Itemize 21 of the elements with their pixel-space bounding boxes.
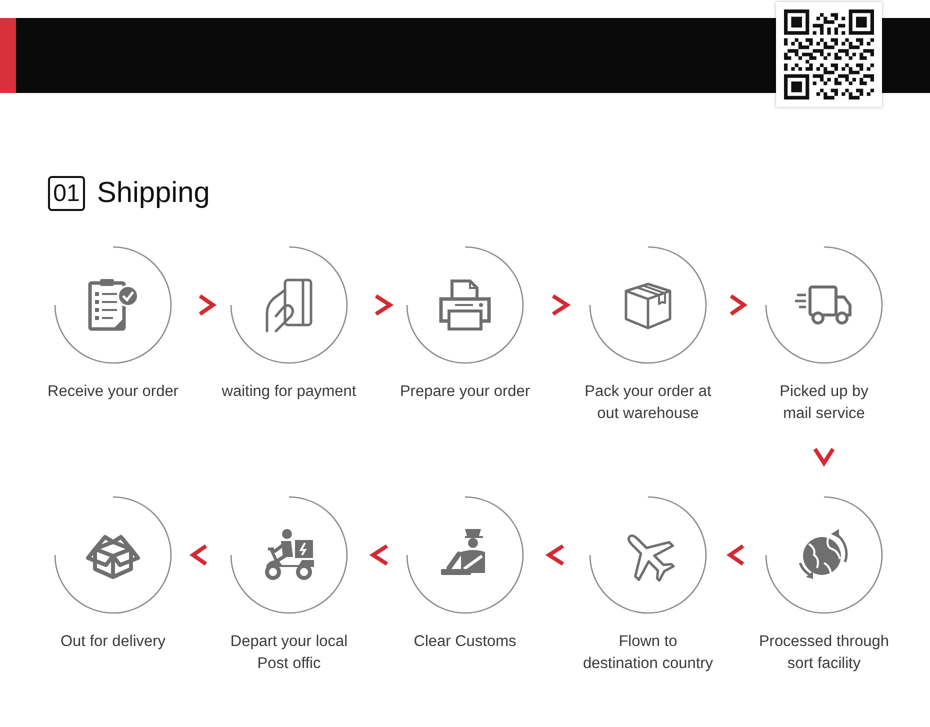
step-label: Picked up by mail service (778, 382, 870, 424)
chevron-arrow (369, 544, 388, 566)
section-number: 01 (48, 176, 85, 211)
step-label: Clear Customs (414, 632, 516, 652)
step-label: Processed through sort facility (758, 632, 890, 674)
step-label: waiting for payment (222, 382, 356, 402)
chevron-arrow (552, 294, 571, 316)
chevron-arrow (189, 544, 208, 566)
chevron-arrow (374, 294, 394, 316)
step-label: Flown to destination country (582, 632, 714, 674)
chevron-arrow (726, 544, 744, 566)
chevron-arrow (198, 294, 217, 316)
step-label: Out for delivery (60, 632, 166, 652)
chevron-arrow (545, 544, 564, 566)
chevron-arrow (730, 294, 748, 316)
section-title: Shipping (97, 176, 210, 211)
chevron-arrow (813, 448, 835, 467)
step-label: Depart your local Post offic (229, 632, 349, 674)
step-label: Receive your order (48, 382, 178, 402)
step-label: Prepare your order (400, 382, 530, 402)
step-label: Pack your order at out warehouse (584, 382, 712, 424)
